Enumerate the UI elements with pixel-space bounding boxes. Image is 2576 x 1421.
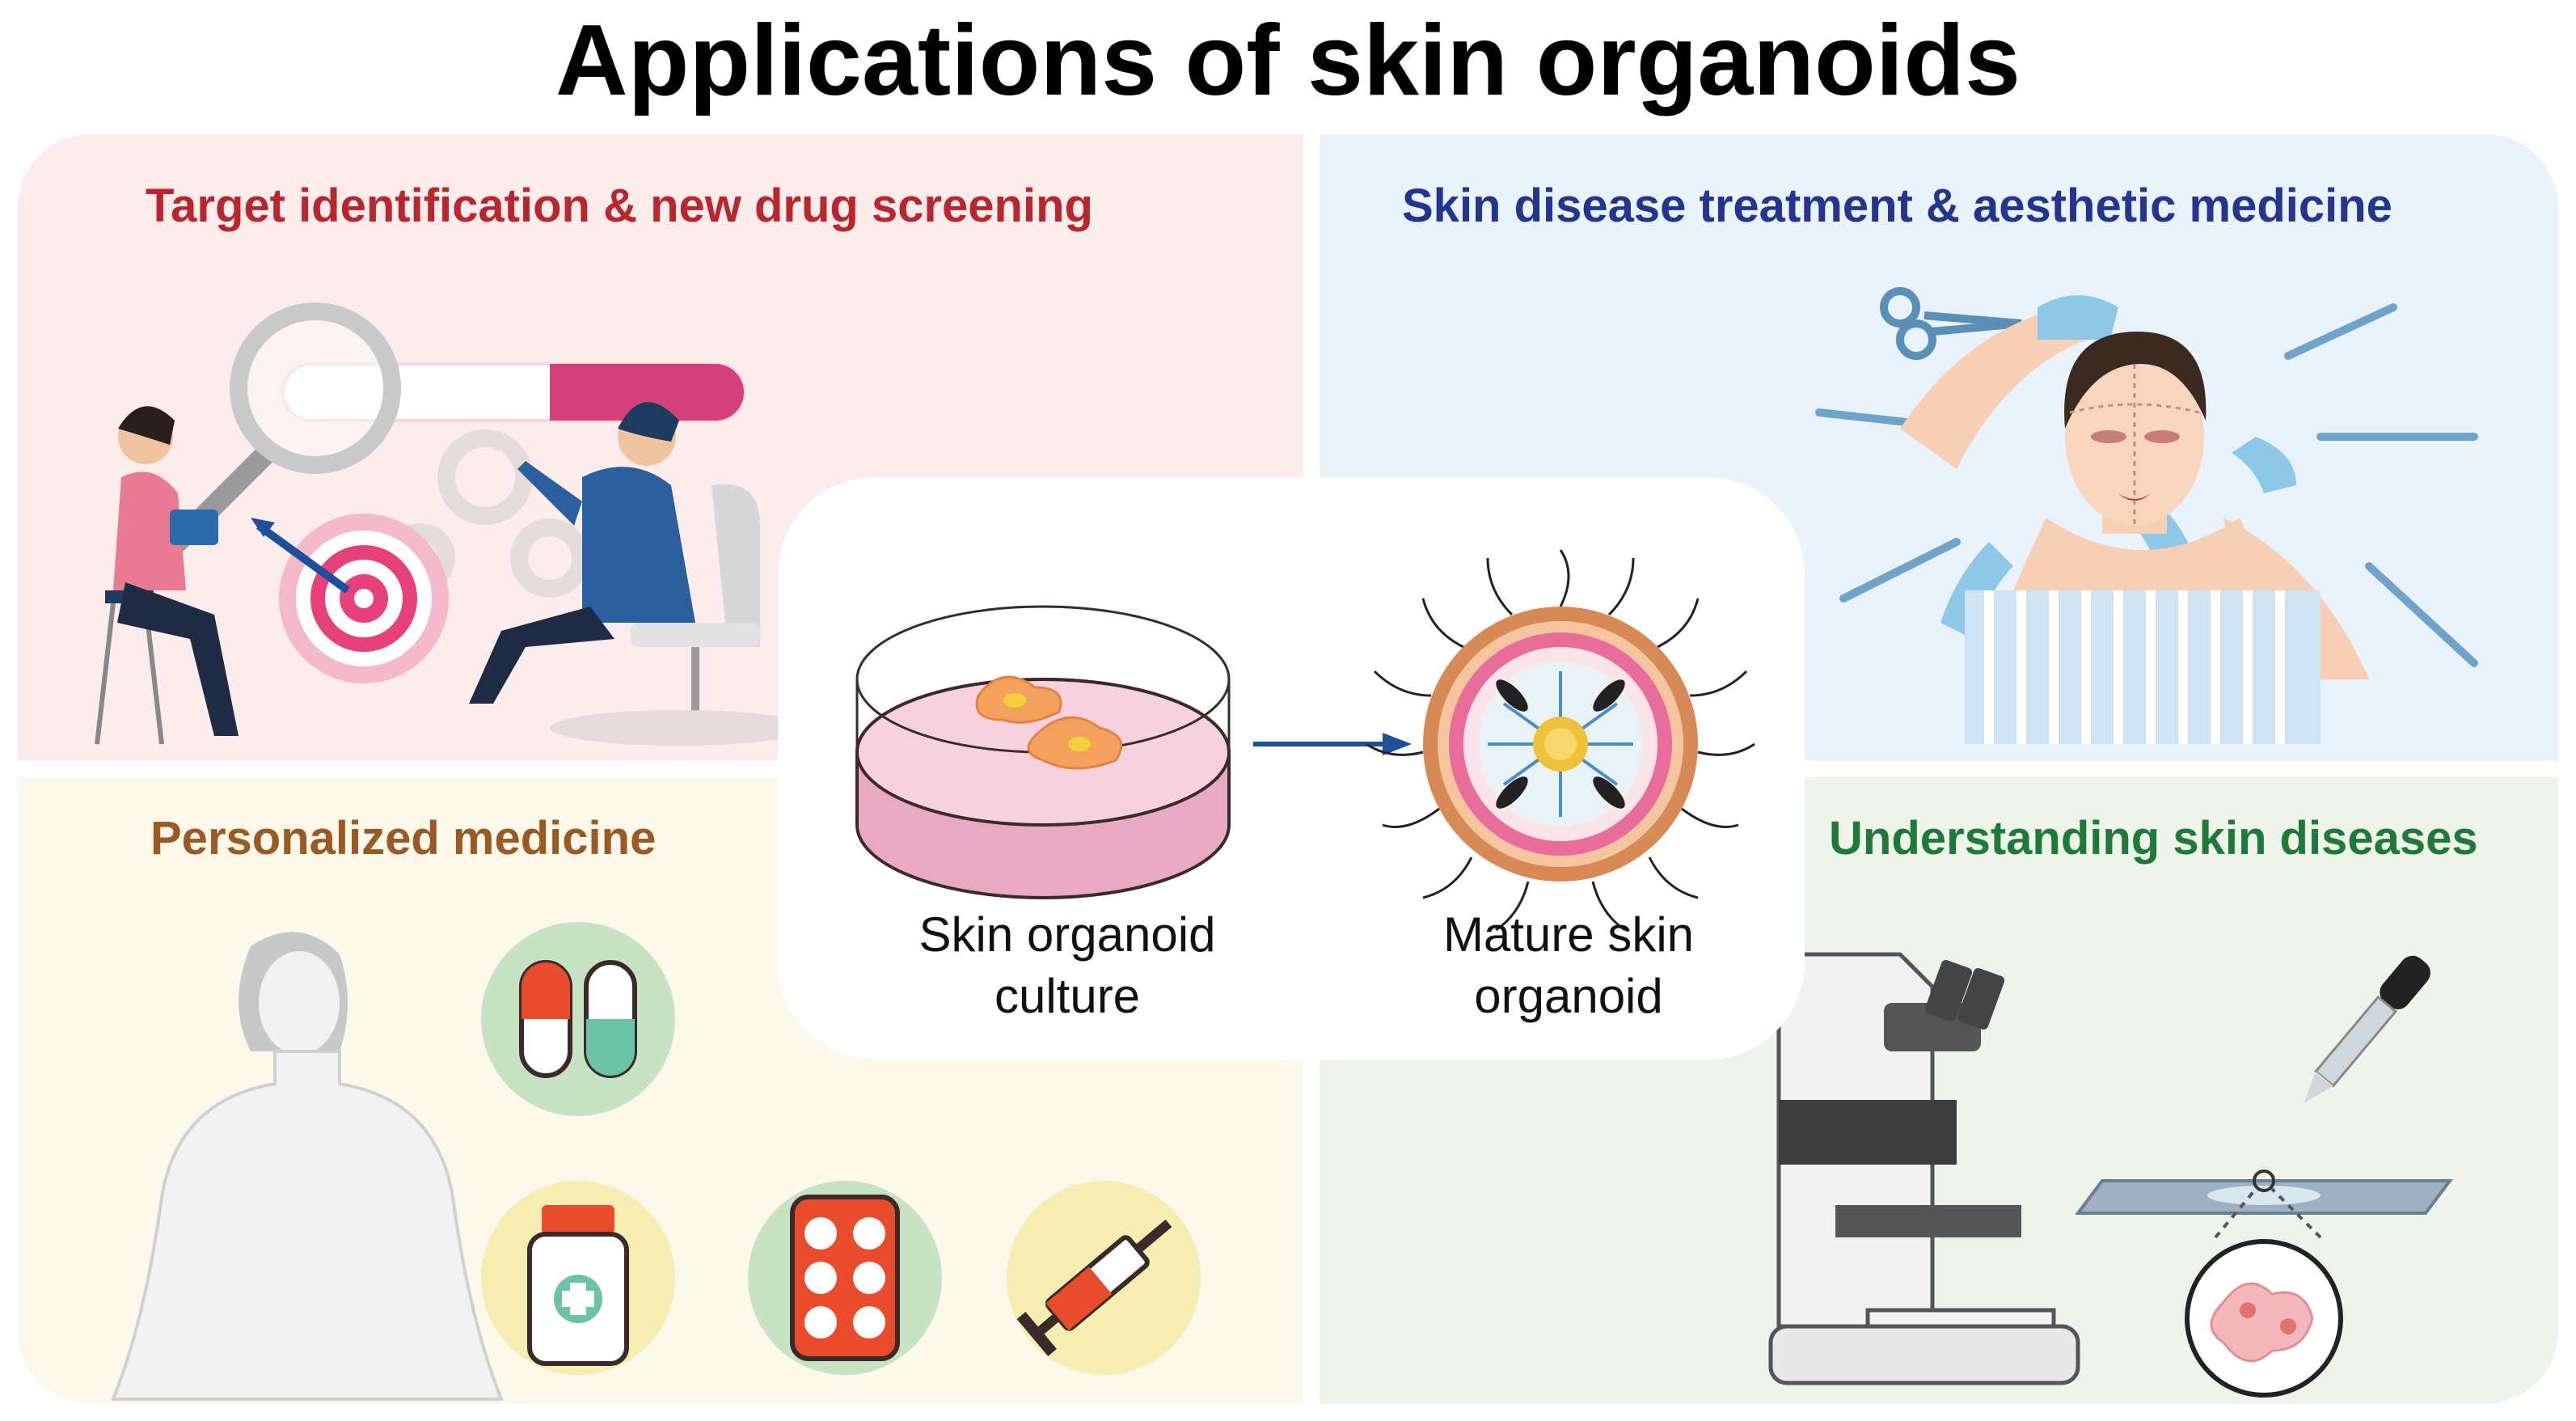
quadrant-title-drug-screening: Target identification & new drug screeni…: [146, 180, 1093, 232]
center-illustration: [855, 549, 1755, 932]
researcher-right-icon: [469, 402, 809, 746]
capsule-icon: [481, 922, 675, 1116]
organoid-icon: [1366, 549, 1755, 932]
quadrant-title-personalized-medicine: Personalized medicine: [150, 812, 657, 865]
mature-label-line-2: organoid: [1474, 969, 1663, 1023]
dropper-icon: [2304, 955, 2430, 1104]
target-icon: [251, 514, 449, 683]
personalized-medicine-illustration: [111, 922, 1201, 1401]
petri-dish-icon: [855, 605, 1231, 899]
drug-screening-illustration: [95, 302, 809, 746]
mature-label: Mature skin organoid: [1358, 904, 1779, 1027]
magnifier-icon: [167, 302, 401, 552]
quadrant-title-understanding-diseases: Understanding skin diseases: [1829, 812, 2478, 865]
scissors-icon: [1880, 287, 2022, 360]
face-icon: [1965, 332, 2321, 744]
mature-label-line-1: Mature skin: [1442, 907, 1695, 962]
researcher-left-icon: [95, 406, 239, 745]
figure-title: Applications of skin organoids: [555, 5, 2021, 116]
understanding-diseases-illustration: [1768, 952, 2453, 1398]
cell-magnifier-icon: [2185, 1239, 2343, 1398]
culture-label-line-2: culture: [994, 969, 1141, 1023]
arrow-icon: [1253, 733, 1412, 755]
microscope-icon: [1768, 952, 2080, 1385]
aesthetic-medicine-illustration: [1815, 287, 2478, 744]
human-body-icon: [111, 932, 504, 1401]
culture-label-line-1: Skin organoid: [918, 907, 1216, 962]
culture-label: Skin organoid culture: [857, 904, 1277, 1027]
quadrant-title-aesthetic-medicine: Skin disease treatment & aesthetic medic…: [1402, 180, 2392, 232]
medicine-bottle-icon: [481, 1181, 675, 1375]
pill-blister-icon: [748, 1181, 942, 1375]
slide-icon: [2075, 1169, 2453, 1239]
syringe-icon: [1007, 1181, 1201, 1375]
